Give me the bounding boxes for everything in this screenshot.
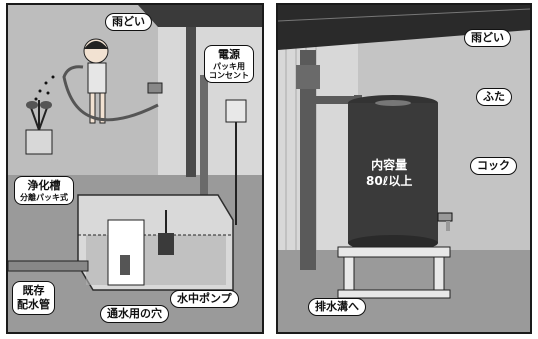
power-sub-1: パッキ用 [213,62,245,71]
existing-line-2: 配水管 [17,298,50,311]
label-submersible-pump: 水中ポンプ [170,290,239,308]
label-lid: ふた [476,88,512,106]
capacity-line-1: 内容量 [371,158,408,172]
label-cock: コック [470,157,517,175]
existing-line-1: 既存 [22,284,45,297]
label-rain-gutter-left: 雨どい [105,13,152,31]
right-panel: 雨どい ふた 内容量 80ℓ以上 コック 排水溝へ [276,3,532,334]
septic-sub: 分離パッキ式 [20,193,68,202]
left-panel: 雨どい 電源 パッキ用 コンセント 浄化槽 分離パッキ式 既存 配水管 通水用の… [6,3,264,334]
power-sub-2: コンセント [209,71,249,80]
label-power: 電源 パッキ用 コンセント [204,45,254,83]
label-existing-pipe: 既存 配水管 [12,281,55,315]
power-title: 電源 [218,48,240,61]
septic-title: 浄化槽 [27,179,61,192]
rain-tank-illustration [278,5,530,332]
capacity-line-2: 80ℓ以上 [366,174,413,188]
label-water-hole: 通水用の穴 [100,305,169,323]
label-to-drain: 排水溝へ [308,298,366,316]
label-septic-tank: 浄化槽 分離パッキ式 [14,176,74,205]
tank-capacity-label: 内容量 80ℓ以上 [366,157,412,189]
label-rain-gutter-right: 雨どい [464,29,511,47]
